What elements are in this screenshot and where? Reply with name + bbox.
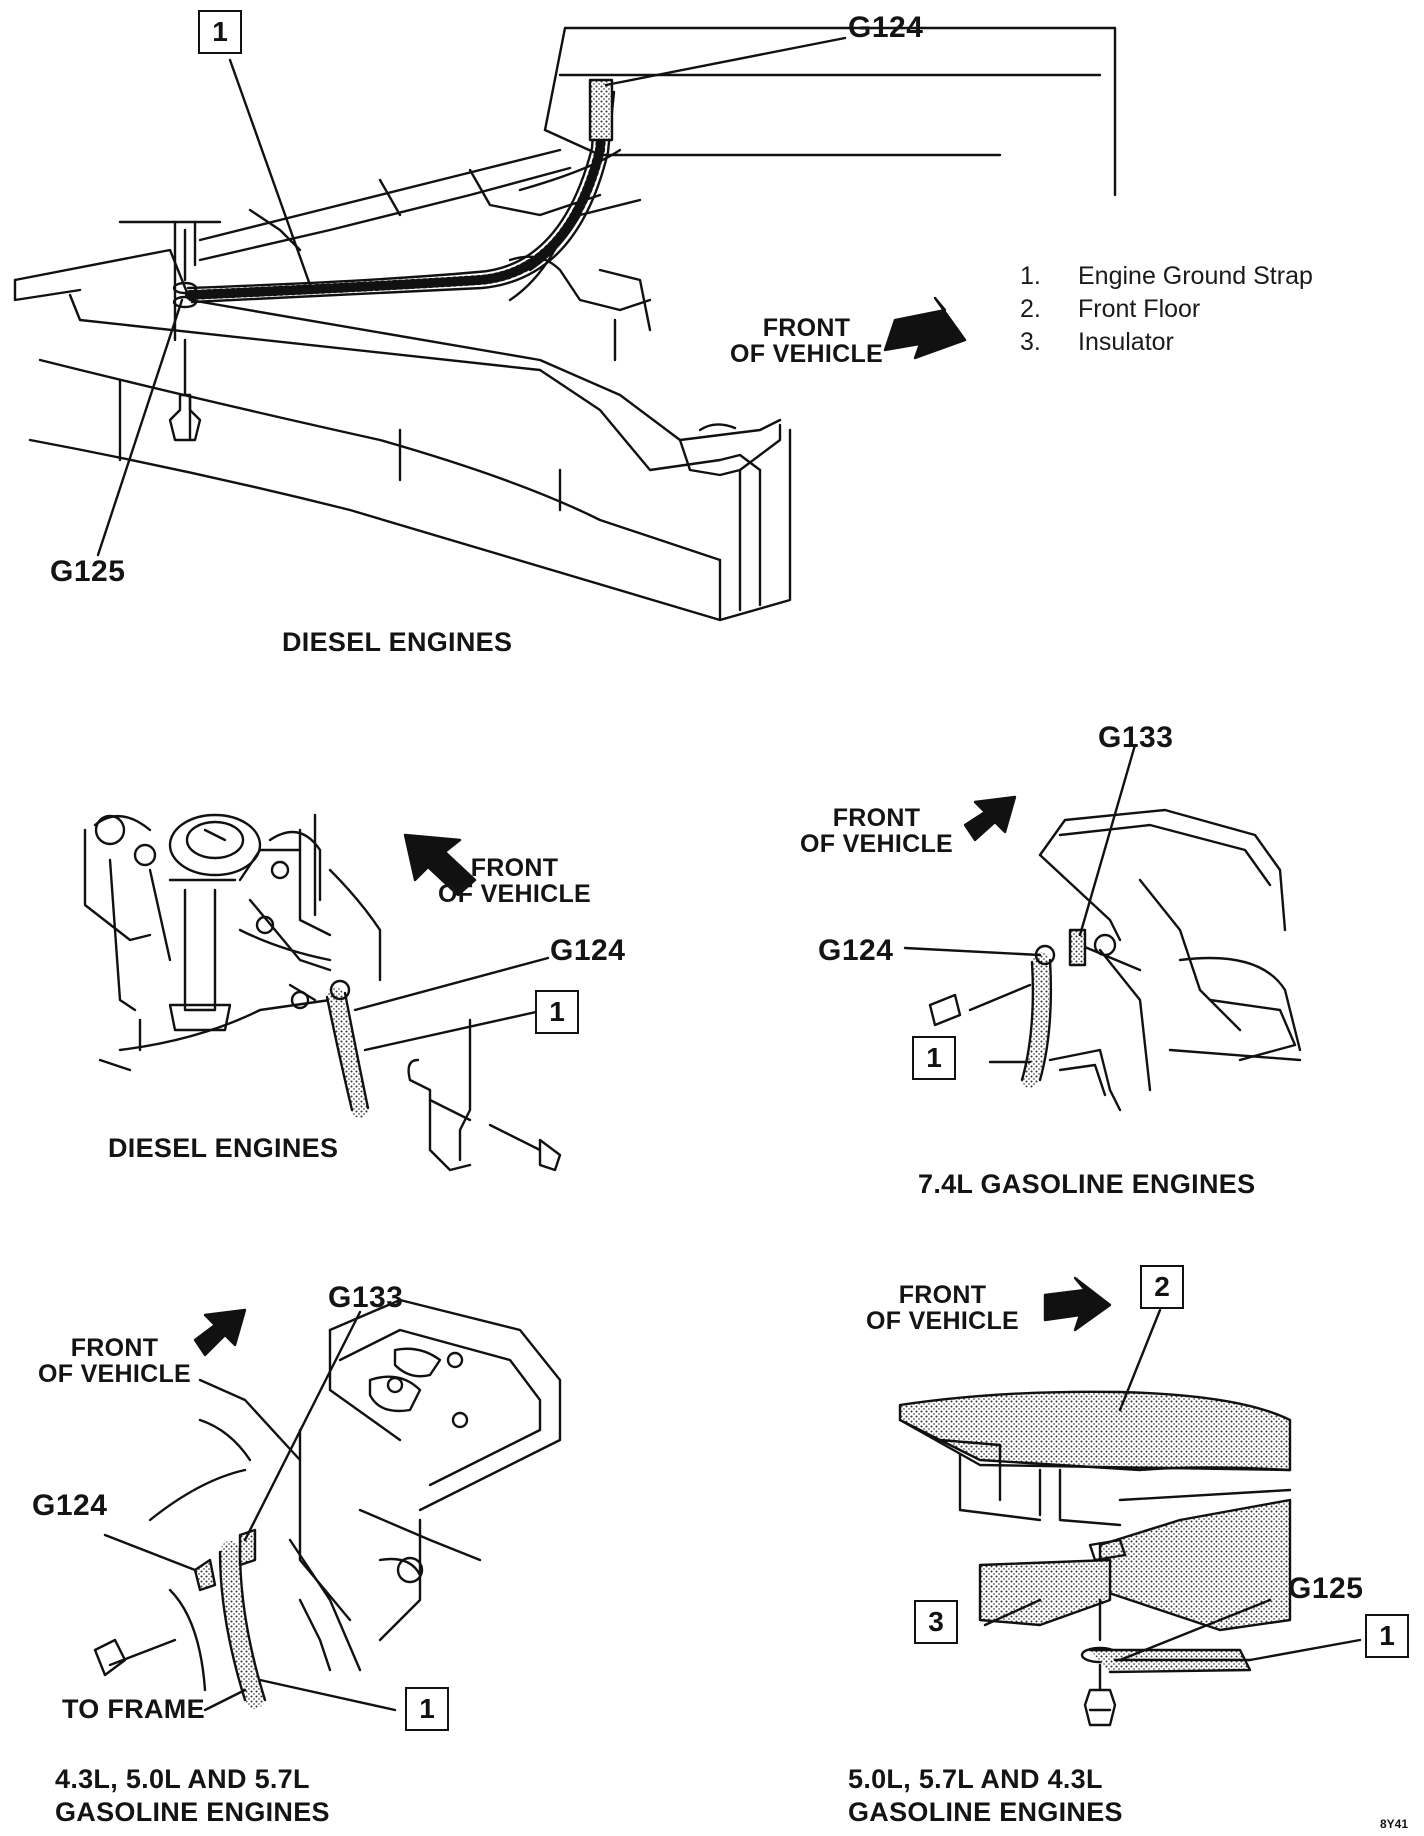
legend-label: Insulator bbox=[1078, 328, 1174, 356]
front-label-line1: FRONT bbox=[470, 854, 559, 882]
front-label-line1: FRONT bbox=[898, 1281, 987, 1309]
callout-engine-ground-strap: 1 bbox=[198, 10, 242, 54]
caption-diesel-engines: DIESEL ENGINES bbox=[282, 627, 513, 657]
front-label-line2: OF VEHICLE bbox=[730, 340, 884, 369]
front-of-vehicle-label: FRONT OF VEHICLE bbox=[800, 805, 953, 858]
caption-line2: GASOLINE ENGINES bbox=[55, 1797, 330, 1827]
front-label-line1: FRONT bbox=[762, 314, 851, 342]
callout-engine-ground-strap: 1 bbox=[1365, 1614, 1409, 1658]
caption-74l-gasoline-engines: 7.4L GASOLINE ENGINES bbox=[918, 1169, 1256, 1199]
caption-line1: 4.3L, 5.0L AND 5.7L bbox=[55, 1764, 310, 1794]
gas-50-57-43-illustration bbox=[898, 1308, 1362, 1727]
legend-number: 1. bbox=[1020, 262, 1041, 290]
callout-engine-ground-strap: 1 bbox=[405, 1687, 449, 1731]
callout-engine-ground-strap: 1 bbox=[535, 990, 579, 1034]
ground-label-g125: G125 bbox=[50, 555, 126, 588]
ground-label-g125: G125 bbox=[1288, 1572, 1364, 1605]
callout-insulator: 3 bbox=[914, 1600, 958, 1644]
to-frame-label: TO FRAME bbox=[62, 1694, 205, 1724]
caption-diesel-engines: DIESEL ENGINES bbox=[108, 1133, 339, 1163]
front-label-line2: OF VEHICLE bbox=[866, 1307, 1020, 1336]
ground-label-g124: G124 bbox=[818, 934, 894, 967]
front-label-line2: OF VEHICLE bbox=[38, 1360, 192, 1389]
legend-number: 3. bbox=[1020, 328, 1041, 356]
front-of-vehicle-label: FRONT OF VEHICLE bbox=[438, 855, 591, 908]
front-of-vehicle-label: FRONT OF VEHICLE bbox=[38, 1335, 191, 1388]
legend-number: 2. bbox=[1020, 295, 1041, 323]
legend-item: 1. Engine Ground Strap bbox=[1020, 262, 1313, 295]
legend: 1. Engine Ground Strap 2. Front Floor 3.… bbox=[1020, 262, 1313, 361]
ground-label-g133: G133 bbox=[328, 1281, 404, 1314]
ground-label-g124: G124 bbox=[550, 934, 626, 967]
front-label-line2: OF VEHICLE bbox=[438, 880, 592, 909]
legend-label: Front Floor bbox=[1078, 295, 1201, 323]
ground-label-g124: G124 bbox=[32, 1489, 108, 1522]
caption-line1: 5.0L, 5.7L AND 4.3L bbox=[848, 1764, 1103, 1794]
legend-item: 2. Front Floor bbox=[1020, 295, 1313, 328]
caption-line2: GASOLINE ENGINES bbox=[848, 1797, 1123, 1827]
front-of-vehicle-label: FRONT OF VEHICLE bbox=[730, 315, 883, 368]
gas-74-illustration bbox=[903, 743, 1302, 1112]
front-of-vehicle-label: FRONT OF VEHICLE bbox=[866, 1282, 1019, 1335]
diesel-engine-illustration bbox=[83, 813, 562, 1172]
figure-id: 8Y41 bbox=[1380, 1817, 1409, 1831]
front-label-line1: FRONT bbox=[832, 804, 921, 832]
ground-label-g124: G124 bbox=[848, 11, 924, 44]
diesel-frame-illustration bbox=[13, 26, 1117, 622]
ground-label-g133: G133 bbox=[1098, 721, 1174, 754]
legend-label: Engine Ground Strap bbox=[1078, 262, 1313, 290]
front-label-line1: FRONT bbox=[70, 1334, 159, 1362]
callout-front-floor: 2 bbox=[1140, 1265, 1184, 1309]
gas-43-50-57-illustration bbox=[93, 1298, 562, 1712]
callout-engine-ground-strap: 1 bbox=[912, 1036, 956, 1080]
front-label-line2: OF VEHICLE bbox=[800, 830, 954, 859]
legend-item: 3. Insulator bbox=[1020, 328, 1313, 361]
